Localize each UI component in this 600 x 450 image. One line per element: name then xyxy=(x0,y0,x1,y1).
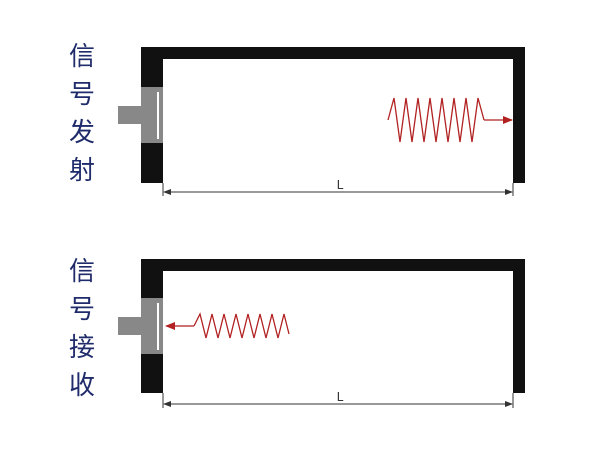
receive-transducer-stem xyxy=(118,317,141,335)
transmit-label-char-1: 信 xyxy=(68,42,95,72)
transmit-housing-left-upper xyxy=(141,47,163,87)
transmit-transducer-stem xyxy=(118,106,141,124)
transmit-label-char-2: 号 xyxy=(68,80,95,110)
receive-label-char-4: 收 xyxy=(68,371,95,401)
transmit-label-char-4: 射 xyxy=(68,156,95,186)
transmit-wave xyxy=(387,97,485,143)
receive-transducer-body xyxy=(141,298,163,354)
receive-dimension-label: L xyxy=(337,390,344,404)
receive-label-char-3: 接 xyxy=(68,333,95,363)
receive-label-char-1: 信 xyxy=(68,257,95,287)
transmit-panel: L xyxy=(118,47,525,196)
transmit-housing-right-wall xyxy=(513,47,525,183)
receive-label-char-2: 号 xyxy=(68,295,95,325)
receive-housing-top-bar xyxy=(141,259,525,271)
transmit-dimension-label: L xyxy=(337,178,344,192)
transmit-label-char-3: 发 xyxy=(68,118,95,148)
transmit-transducer-body xyxy=(141,87,163,143)
receive-panel: L xyxy=(118,259,525,408)
transmit-housing-top-bar xyxy=(141,47,525,59)
receive-housing-left-upper xyxy=(141,259,163,298)
receive-housing-right-wall xyxy=(513,259,525,393)
receive-label: 信 号 接 收 xyxy=(62,253,102,405)
receive-housing-left-lower xyxy=(141,354,163,393)
transmit-housing-left-lower xyxy=(141,143,163,183)
receive-wave xyxy=(193,312,290,339)
transmit-label: 信 号 发 射 xyxy=(62,38,102,190)
